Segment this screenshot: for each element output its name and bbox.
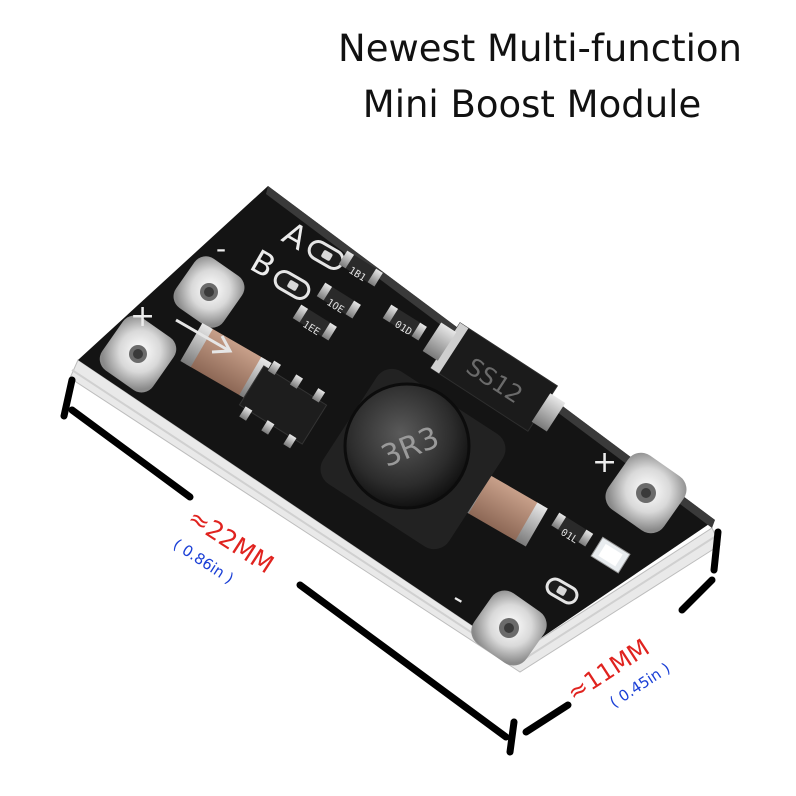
- label-plus-right: +: [592, 445, 617, 480]
- dimension-lines: [60, 376, 722, 756]
- pad-left-top: [173, 256, 245, 328]
- inductor: 3R3: [320, 368, 506, 550]
- pad-right-bottom: [471, 590, 547, 666]
- title-line-1: Newest Multi-function: [338, 27, 742, 70]
- pad-left-bottom: [99, 315, 177, 393]
- diode: SS12: [422, 322, 566, 432]
- mounting-pads: [99, 256, 687, 666]
- label-minus-left: -: [216, 232, 226, 265]
- title-line-2: Mini Boost Module: [362, 83, 702, 126]
- led: [590, 536, 631, 574]
- width-line-a: [522, 701, 572, 736]
- length-tick-end: [506, 718, 518, 756]
- length-tick-start: [60, 376, 76, 420]
- width-line-b: [678, 576, 716, 614]
- length-line-b: [296, 581, 510, 741]
- length-line-a: [68, 406, 194, 501]
- arrow-icon: [175, 318, 233, 354]
- ic-chip: [238, 360, 328, 449]
- jumper-pads: [273, 240, 579, 605]
- label-plus-left: +: [130, 299, 155, 334]
- smd-resistors: [292, 250, 594, 547]
- width-tick-end: [710, 528, 722, 574]
- pad-right-top: [605, 452, 687, 534]
